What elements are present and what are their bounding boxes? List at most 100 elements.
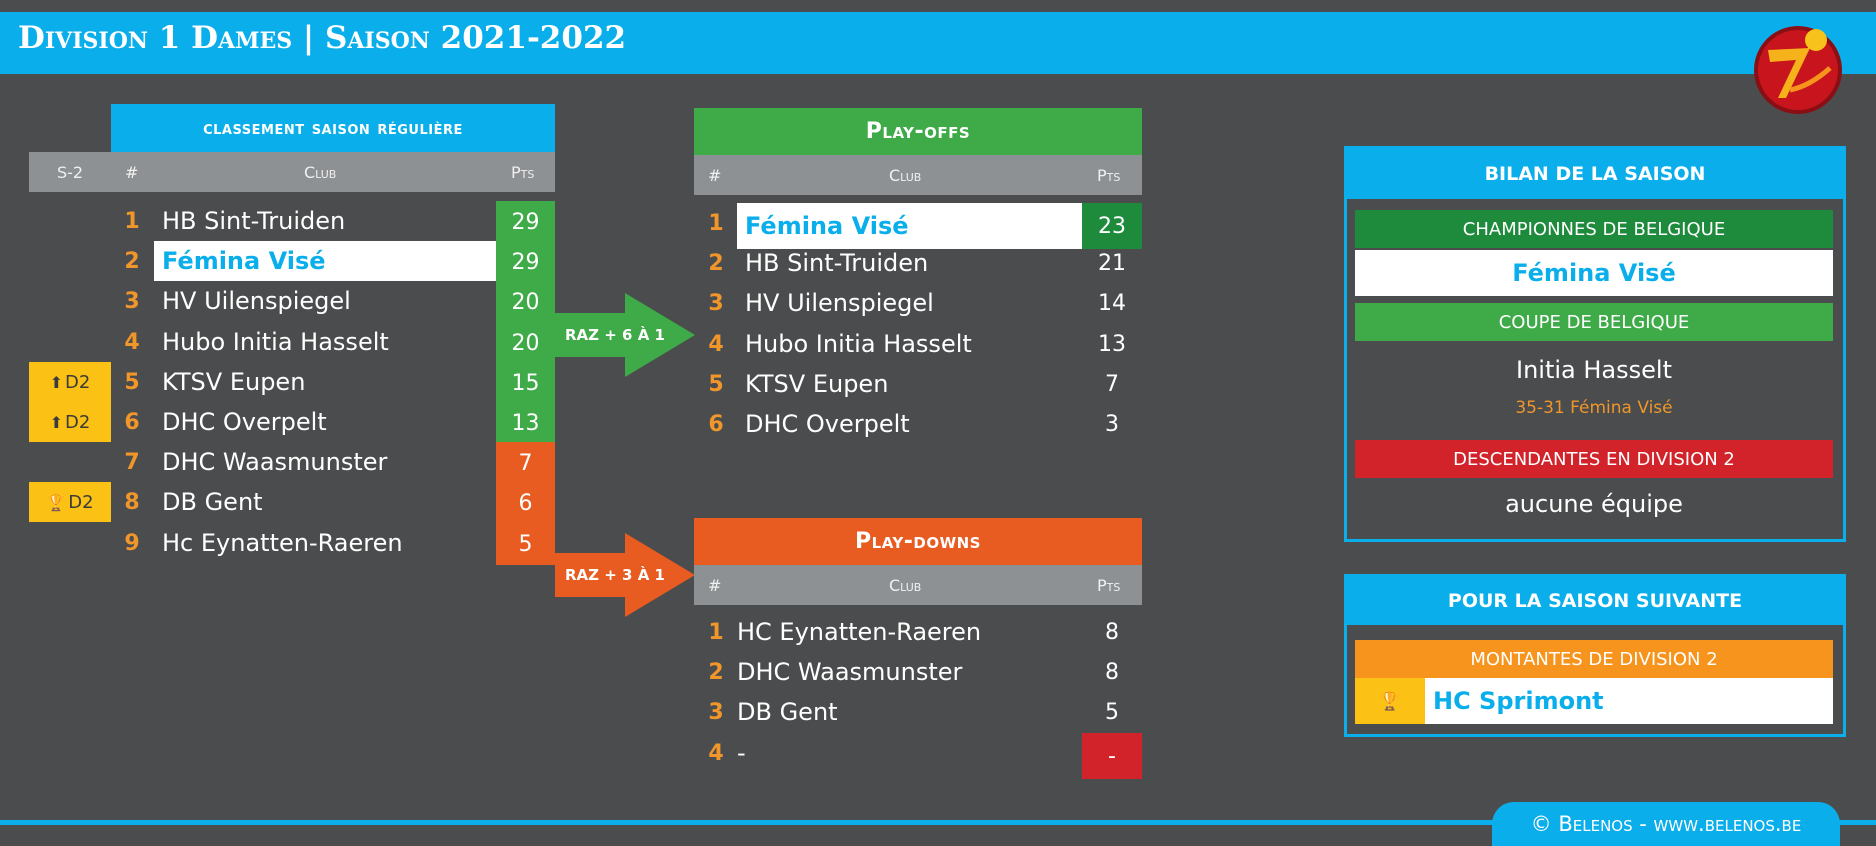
- next-season-title: POUR LA SAISON SUIVANTE: [1347, 577, 1843, 625]
- promoted-team: HC Sprimont: [1425, 678, 1833, 724]
- club-name: DB Gent: [162, 488, 263, 516]
- belenos-logo: [1754, 26, 1842, 114]
- arrow-up-icon: ⬆: [49, 372, 64, 392]
- promoted-label: MONTANTES DE DIVISION 2: [1355, 640, 1833, 678]
- rank: 2: [708, 250, 724, 276]
- page-title: Division 1 Dames | Saison 2021-2022: [18, 20, 627, 56]
- club-name: Fémina Visé: [162, 247, 326, 275]
- cup-label: COUPE DE BELGIQUE: [1355, 303, 1833, 341]
- row-highlight: [737, 203, 1082, 249]
- points: 5: [496, 523, 555, 565]
- rank: 9: [124, 530, 140, 556]
- playdowns-table-header: # Club Pts: [694, 565, 1142, 605]
- club-name: Hc Eynatten-Raeren: [162, 529, 403, 557]
- col-pts: Pts: [1097, 165, 1121, 185]
- col-rank: #: [708, 165, 722, 185]
- club-name: Hubo Initia Hasselt: [162, 328, 389, 356]
- points: 29: [496, 241, 555, 283]
- rank: 5: [708, 371, 724, 397]
- club-name: -: [737, 739, 746, 767]
- playoffs-title: Play-offs: [694, 108, 1142, 155]
- relegated-teams: aucune équipe: [1505, 490, 1683, 518]
- rank: 3: [708, 699, 724, 725]
- champions-label: CHAMPIONNES DE BELGIQUE: [1355, 210, 1833, 248]
- points: 6: [496, 482, 555, 524]
- col-previous-season: S-2: [57, 162, 84, 182]
- rank: 8: [124, 489, 140, 515]
- points: 29: [496, 201, 555, 243]
- playdowns-title: Play-downs: [694, 518, 1142, 565]
- playoffs-table-header: # Club Pts: [694, 155, 1142, 195]
- badge-label: D2: [65, 411, 91, 433]
- club-name: HC Eynatten-Raeren: [737, 618, 982, 646]
- col-pts: Pts: [1097, 575, 1121, 595]
- points: 7: [496, 442, 555, 484]
- cup-final-score: 35-31 Fémina Visé: [1515, 398, 1673, 418]
- promoted-trophy: 🏆: [1355, 678, 1425, 724]
- playoffs-arrow-label: RAZ + 6 À 1: [565, 326, 665, 344]
- rank: 4: [708, 331, 724, 357]
- regular-table-header: S-2 # Club Pts: [29, 152, 555, 192]
- club-name: DHC Overpelt: [162, 408, 327, 436]
- regular-season-title: classement saison régulière: [111, 104, 555, 152]
- points: 23: [1082, 203, 1142, 249]
- points: 20: [496, 322, 555, 364]
- points: 14: [1098, 290, 1126, 316]
- row-highlight: [154, 241, 496, 281]
- rank: 1: [708, 210, 724, 236]
- club-name: DHC Waasmunster: [737, 658, 963, 686]
- next-season-panel: [1344, 574, 1846, 737]
- points: 3: [1105, 411, 1119, 437]
- rank: 3: [124, 288, 140, 314]
- col-pts: Pts: [511, 162, 535, 182]
- club-name: Hubo Initia Hasselt: [745, 330, 972, 358]
- points: 13: [496, 402, 555, 444]
- club-name: DB Gent: [737, 698, 838, 726]
- footer-credit: © Belenos - www.belenos.be: [1492, 802, 1840, 846]
- points: 7: [1105, 371, 1119, 397]
- rank: 1: [708, 619, 724, 645]
- rank: 3: [708, 290, 724, 316]
- previous-season-badge: ⬆D2: [29, 362, 111, 402]
- club-name: HB Sint-Truiden: [745, 249, 929, 277]
- badge-label: D2: [68, 491, 94, 513]
- col-club: Club: [889, 575, 922, 595]
- club-name: DHC Waasmunster: [162, 448, 388, 476]
- col-rank: #: [125, 162, 139, 182]
- points: 8: [1105, 659, 1119, 685]
- badge-label: D2: [65, 371, 91, 393]
- points: 5: [1105, 699, 1119, 725]
- club-name: HV Uilenspiegel: [162, 287, 351, 315]
- previous-season-badge: ⬆D2: [29, 402, 111, 442]
- trophy-icon: 🏆: [46, 492, 67, 512]
- playoffs-arrow: [555, 293, 695, 377]
- bottom-line: [0, 820, 1876, 825]
- points: 20: [496, 281, 555, 323]
- club-name: HB Sint-Truiden: [162, 207, 346, 235]
- points: 15: [496, 362, 555, 404]
- cup-winner: Initia Hasselt: [1516, 356, 1672, 384]
- rank: 6: [708, 411, 724, 437]
- club-name: KTSV Eupen: [745, 370, 889, 398]
- points: 13: [1098, 331, 1126, 357]
- rank: 7: [124, 449, 140, 475]
- club-name: DHC Overpelt: [745, 410, 910, 438]
- club-name: HV Uilenspiegel: [745, 289, 934, 317]
- playdowns-arrow-label: RAZ + 3 À 1: [565, 566, 665, 584]
- col-rank: #: [708, 575, 722, 595]
- rank: 2: [708, 659, 724, 685]
- season-summary-panel: [1344, 146, 1846, 542]
- playdowns-arrow: [555, 533, 695, 617]
- club-name: KTSV Eupen: [162, 368, 306, 396]
- rank: 6: [124, 409, 140, 435]
- rank: 5: [124, 369, 140, 395]
- rank: 4: [708, 740, 724, 766]
- title-bar: [0, 12, 1876, 74]
- col-club: Club: [304, 162, 337, 182]
- points: -: [1082, 733, 1142, 779]
- previous-season-badge: 🏆D2: [29, 482, 111, 522]
- relegated-label: DESCENDANTES EN DIVISION 2: [1355, 440, 1833, 478]
- champions-team: Fémina Visé: [1355, 250, 1833, 296]
- rank: 2: [124, 248, 140, 274]
- rank: 4: [124, 329, 140, 355]
